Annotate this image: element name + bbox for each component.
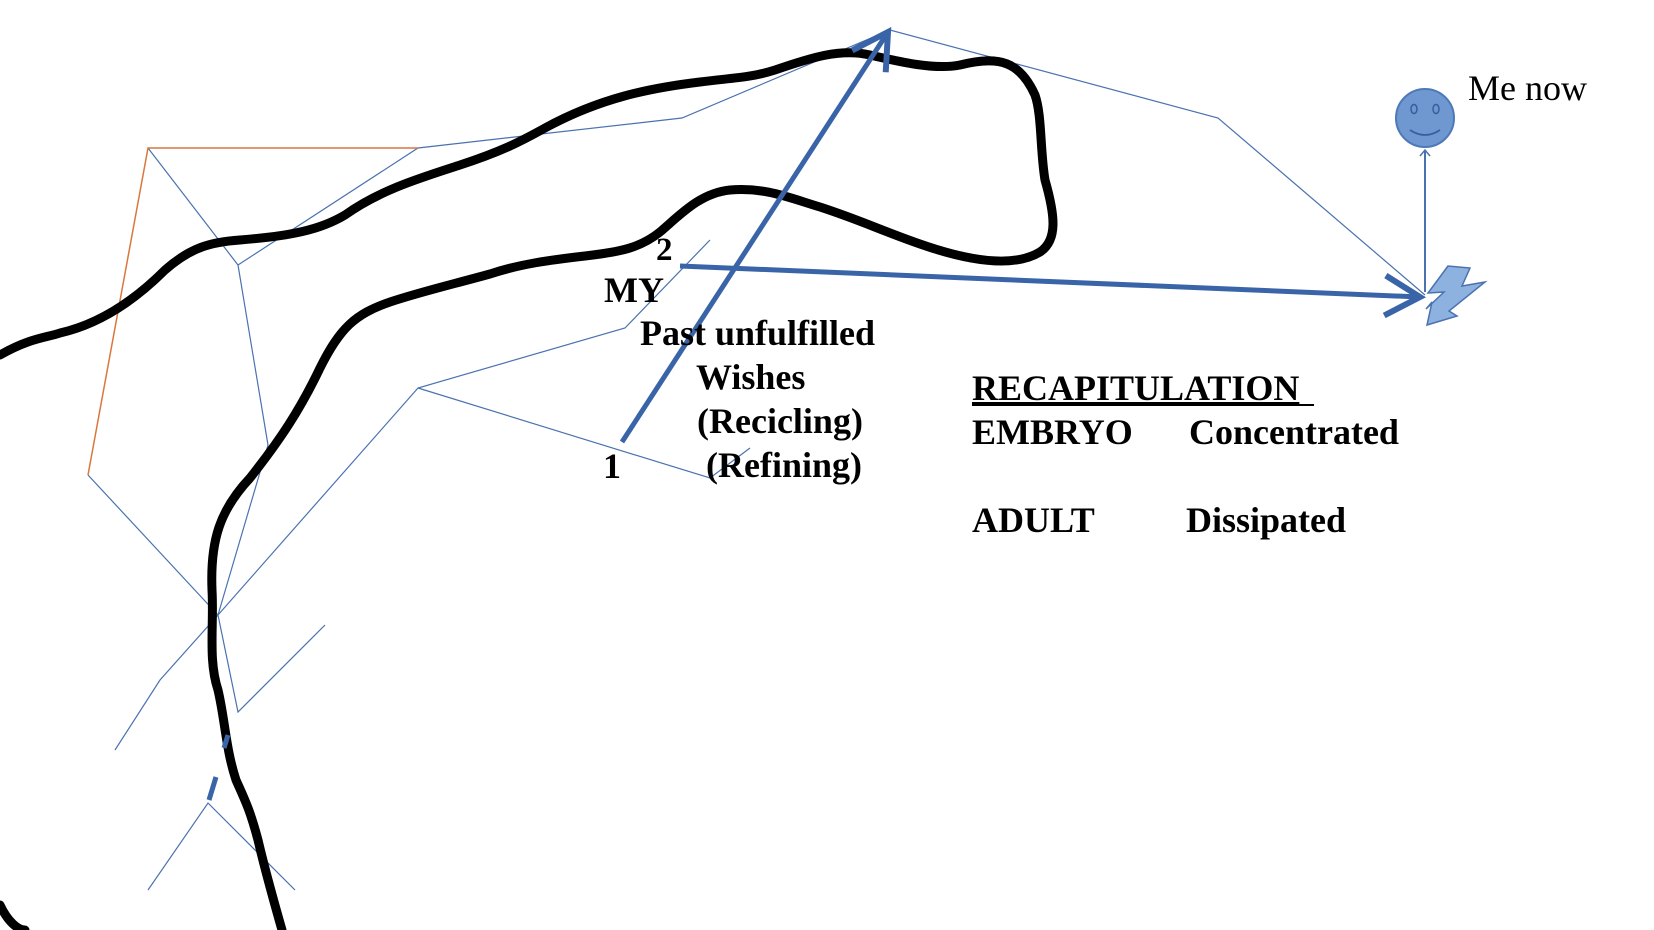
bottom-left-arc <box>0 900 30 930</box>
adult-label: ADULT <box>972 500 1095 540</box>
marker-2-label: 2 <box>656 232 673 268</box>
me-now-label: Me now <box>1468 68 1587 108</box>
concentrated-label: Concentrated <box>1189 412 1399 452</box>
orange-outline-line <box>87 147 418 476</box>
upper-ridge-line <box>237 29 1426 296</box>
dash-mark-lower <box>206 776 219 801</box>
middle-ridge-line <box>217 239 711 616</box>
recapitulation-block: RECAPITULATION EMBRYO Concentrated ADULT… <box>972 368 1399 540</box>
rising-arrow <box>619 26 892 444</box>
outer-thick-curve <box>0 48 1058 930</box>
dissipated-label: Dissipated <box>1186 500 1346 540</box>
thin-network-lines <box>87 29 1426 891</box>
marker-1-label: 1 <box>603 446 621 486</box>
embryo-label: EMBRYO <box>972 412 1133 452</box>
past-unfulfilled-label: Past unfulfilled <box>640 313 875 353</box>
dash-mark-upper <box>221 734 231 749</box>
horizontal-arrow <box>679 263 1427 319</box>
smiley-face-icon <box>1395 88 1455 148</box>
bottom-fork-line <box>147 802 296 891</box>
wishes-label: Wishes <box>696 357 805 397</box>
recapitulation-heading: RECAPITULATION <box>972 368 1299 408</box>
my-label: MY <box>604 270 664 310</box>
lower-ridge-line <box>417 387 751 479</box>
lightning-bolt-icon <box>1425 265 1488 327</box>
recicling-label: (Recicling) <box>697 401 863 441</box>
refining-label: (Refining) <box>706 445 862 485</box>
thick-curves <box>0 48 1058 930</box>
left-branch-line <box>87 474 326 714</box>
